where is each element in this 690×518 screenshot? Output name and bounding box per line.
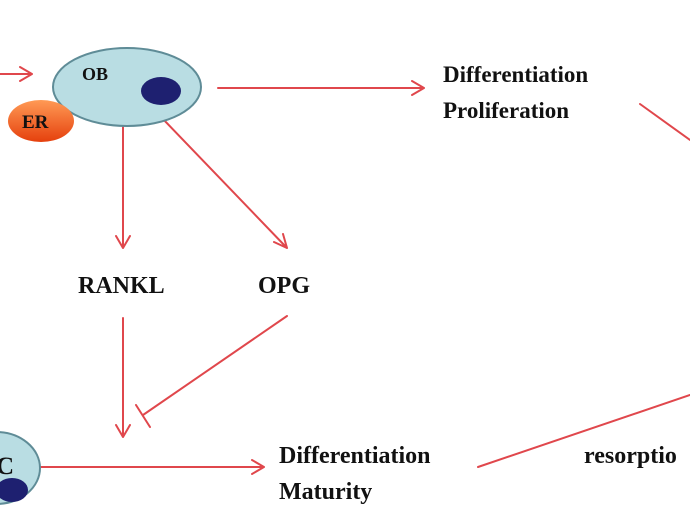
arrow-ob-to-rankl [115, 123, 131, 249]
arrow-rankl-down [115, 317, 131, 438]
rankl-label: RANKL [78, 273, 165, 299]
inhibition-opg [135, 315, 288, 428]
osteoblast-nucleus [141, 77, 181, 105]
arrow-oc-to-differentiation [27, 459, 265, 475]
osteoclast-nucleus [0, 478, 28, 502]
top-proliferation-label: Proliferation [443, 98, 569, 123]
osteoclast-cell: C [0, 431, 41, 505]
arrow-ob-to-differentiation [217, 80, 425, 96]
resorption-label: resorptio [584, 443, 677, 469]
opg-label: OPG [258, 273, 310, 299]
bottom-differentiation-label: Differentiation [279, 443, 431, 469]
ob-label: OB [82, 64, 108, 84]
top-differentiation-label: Differentiation [443, 62, 588, 87]
arrow-into-ob [0, 66, 33, 82]
er-shape [8, 100, 74, 142]
osteoblast-cell: OB [52, 47, 202, 127]
bottom-maturity-label: Maturity [279, 479, 372, 505]
er-receptor: ER [8, 100, 74, 142]
arrow-to-resorption [477, 394, 690, 468]
arrow-ob-to-opg [161, 117, 288, 249]
er-label: ER [22, 112, 49, 133]
osteoblast-body [52, 47, 202, 127]
arrow-proliferation-right [639, 103, 690, 141]
oc-label: C [0, 453, 14, 480]
